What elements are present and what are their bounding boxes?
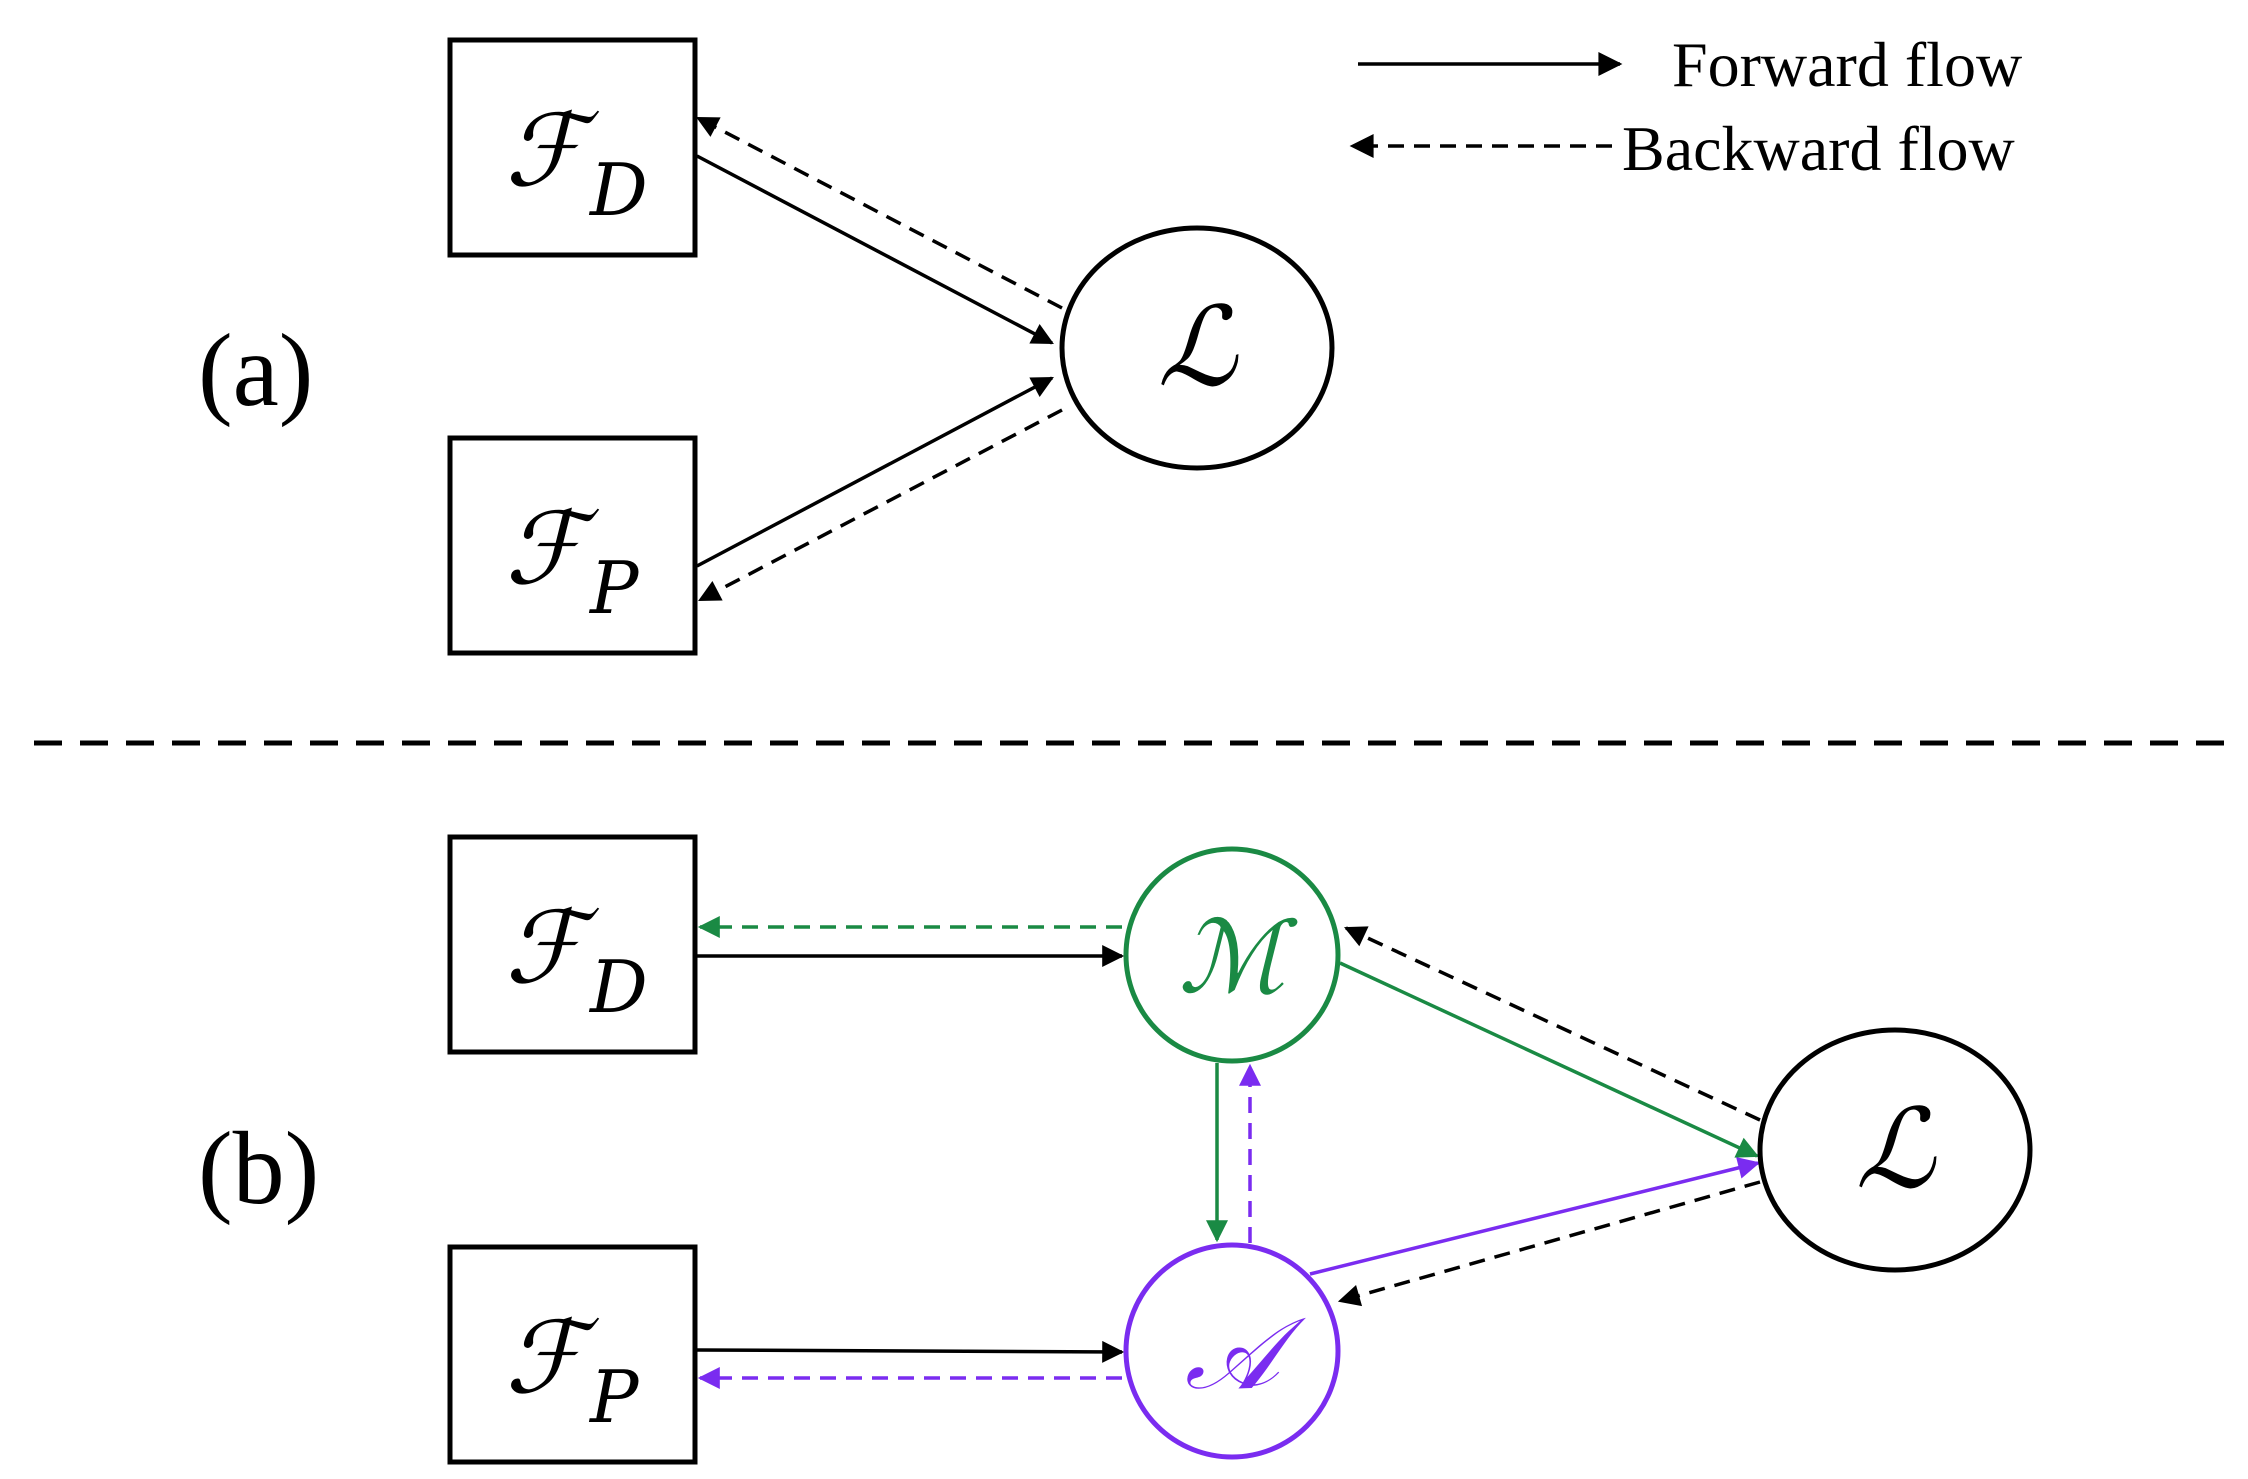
node-b-a: 𝒜 <box>1123 1242 1341 1460</box>
panel-b-label: (b) <box>198 1111 319 1226</box>
node-b-loss-symbol: ℒ <box>1855 1085 1937 1213</box>
legend: Forward flow Backward flow <box>1349 29 2022 184</box>
edge-b-m-to-loss <box>1339 961 1759 1158</box>
edge-b-a-to-loss <box>1309 1157 1761 1276</box>
edge-b-loss-to-a <box>1337 1180 1761 1307</box>
edge-a-loss-to-fp <box>698 408 1063 602</box>
legend-forward-label: Forward flow <box>1672 29 2022 100</box>
node-b-loss: ℒ <box>1757 1027 2033 1273</box>
panel-b: (b) ℱ D ℱ P ℳ � <box>198 834 2033 1465</box>
edge-a-loss-to-fd <box>696 116 1063 310</box>
node-a-fd: ℱ D <box>447 37 698 258</box>
node-a-loss-symbol: ℒ <box>1157 283 1239 411</box>
legend-backward-label: Backward flow <box>1622 113 2015 184</box>
edge-a-fd-to-loss <box>696 154 1054 345</box>
panel-a-label: (a) <box>198 313 313 428</box>
node-a-loss: ℒ <box>1059 225 1335 471</box>
node-b-fd-subscript: D <box>588 945 648 1029</box>
edge-b-loss-to-m <box>1344 926 1761 1122</box>
edge-b-fp-to-a <box>696 1340 1125 1363</box>
node-b-fp: ℱ P <box>447 1244 698 1465</box>
node-a-fp: ℱ P <box>447 435 698 656</box>
node-a-fd-subscript: D <box>588 148 648 232</box>
node-b-fd: ℱ D <box>447 834 698 1055</box>
node-b-m-symbol: ℳ <box>1179 899 1299 1016</box>
node-a-fp-subscript: P <box>588 546 640 630</box>
node-b-m: ℳ <box>1123 846 1341 1064</box>
edge-a-fp-to-loss <box>696 376 1054 568</box>
panel-a: (a) ℱ D ℱ P ℒ <box>198 37 1335 656</box>
node-b-fp-subscript: P <box>588 1355 640 1439</box>
